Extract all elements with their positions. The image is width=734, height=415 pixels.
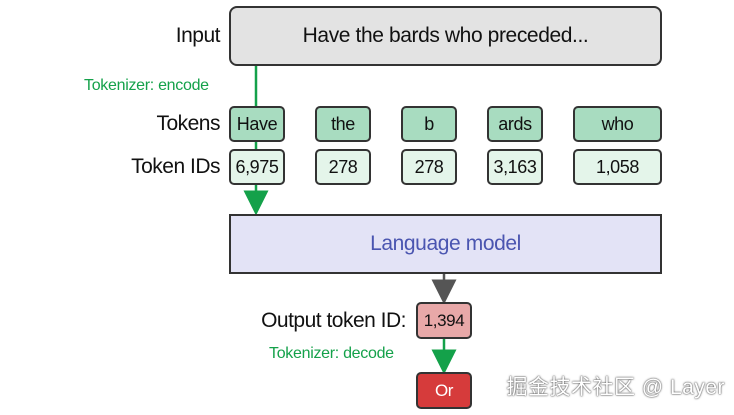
token-id-box: 1,058	[573, 149, 662, 185]
language-model-box: Language model	[229, 214, 662, 274]
token-box: b	[401, 106, 457, 142]
token-box: Have	[229, 106, 285, 142]
output-id-box: 1,394	[416, 302, 472, 339]
token-box: who	[573, 106, 662, 142]
token-ids-label: Token IDs	[131, 155, 220, 178]
output-token-id-label: Output token ID:	[261, 309, 406, 332]
token-box: the	[315, 106, 371, 142]
token-id-box: 278	[401, 149, 457, 185]
output-token-box: Or	[416, 372, 472, 409]
watermark-text: 掘金技术社区 @ Layer	[506, 376, 725, 399]
token-box: ards	[487, 106, 543, 142]
token-id-box: 278	[315, 149, 371, 185]
input-label: Input	[175, 24, 221, 47]
token-id-box: 3,163	[487, 149, 543, 185]
decode-label: Tokenizer: decode	[269, 345, 394, 362]
token-id-box: 6,975	[229, 149, 285, 185]
tokens-label: Tokens	[156, 112, 220, 135]
encode-label: Tokenizer: encode	[84, 77, 209, 94]
input-text-box: Have the bards who preceded...	[229, 6, 662, 66]
